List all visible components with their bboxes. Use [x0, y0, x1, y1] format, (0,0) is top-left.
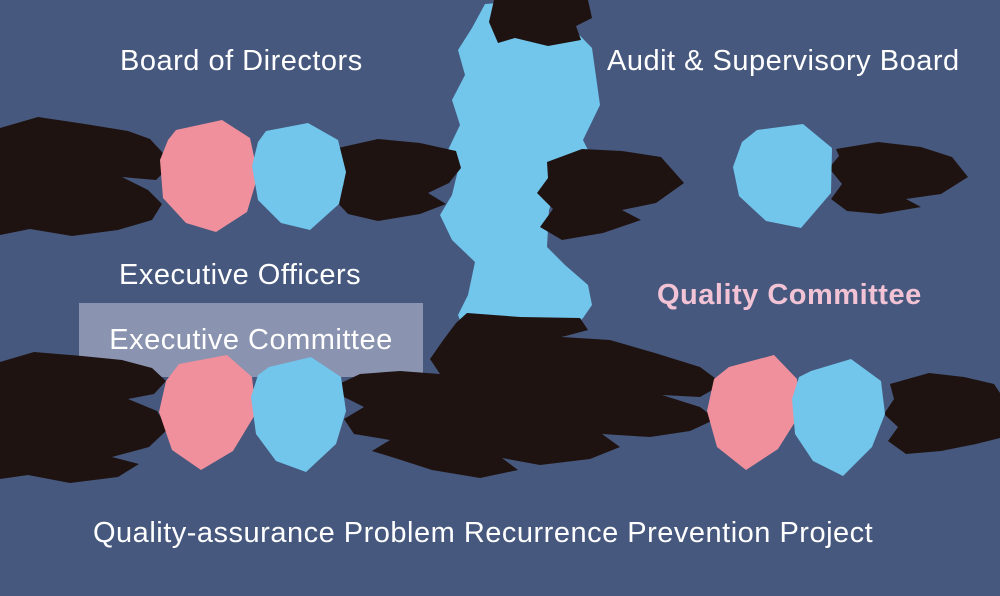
garbled-report-right-bottom	[884, 373, 1000, 454]
central-flow-arrow	[440, 0, 600, 352]
pink-down-arrow-left-top	[160, 120, 258, 232]
executive-officers-label: Executive Officers	[119, 259, 362, 291]
board-of-directors-label: Board of Directors	[120, 45, 363, 77]
garbled-text-center-bottom	[339, 313, 723, 478]
blue-up-arrow-right-top	[733, 124, 832, 228]
garbled-text-top-center	[489, 0, 592, 46]
project-label: Quality-assurance Problem Recurrence Pre…	[93, 517, 874, 549]
pink-down-arrow-right-bottom	[707, 355, 800, 470]
executive-committee-label: Executive Committee	[109, 323, 393, 356]
garbled-label-left-top	[0, 117, 170, 236]
blue-up-arrow-right-bottom	[792, 359, 885, 476]
blue-up-arrow-left-top	[252, 123, 346, 230]
garbled-label-left-bottom	[0, 352, 168, 483]
audit-supervisory-board-label: Audit & Supervisory Board	[607, 45, 960, 77]
garbled-report-right-top	[829, 142, 968, 214]
blue-up-arrow-left-bottom	[251, 357, 346, 472]
pink-down-arrow-left-bottom	[159, 355, 256, 470]
garbled-audit-arrow	[537, 149, 684, 240]
quality-committee-label: Quality Committee	[657, 279, 922, 311]
garbled-label-mid-top	[331, 139, 461, 221]
